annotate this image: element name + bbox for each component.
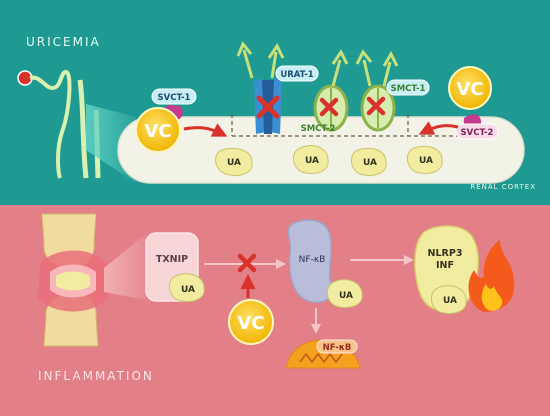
ua-molecule: UA	[351, 148, 387, 176]
svg-text:VC: VC	[144, 121, 171, 142]
ua-molecule: UA	[215, 148, 253, 176]
nlrp3-label: NLRP3	[428, 248, 463, 259]
urat1-label-bg	[275, 65, 319, 82]
location-proximal-tube: PROXIMAL TUBE	[432, 174, 502, 182]
ua-molecule: UA	[407, 146, 443, 174]
nfkb-label: NF-κB	[299, 255, 326, 265]
smct1-label-bg	[386, 79, 430, 96]
svct2-label: SVCT-2	[461, 128, 494, 138]
svg-text:UA: UA	[305, 156, 319, 166]
svg-text:VC: VC	[456, 79, 483, 100]
svg-text:UA: UA	[363, 158, 377, 168]
svg-text:UA: UA	[419, 156, 433, 166]
zoom-beam-bottom	[104, 234, 146, 300]
inf-label: INF	[436, 260, 454, 271]
ua-molecule: UA	[327, 279, 363, 308]
smct1-label: SMCT-1	[391, 84, 426, 94]
nucleus: NF-κB	[285, 339, 361, 369]
svg-text:UA: UA	[227, 158, 241, 168]
svg-text:UA: UA	[181, 285, 195, 295]
ua-molecule: UA	[431, 285, 467, 314]
vc-coin-left: VC	[135, 107, 181, 153]
nfkb-nucleus-label: NF-κB	[323, 343, 352, 353]
urat1-efflux-arrow	[242, 49, 254, 79]
vc-coin-bottom: VC	[228, 299, 274, 345]
txnip-label: TXNIP	[156, 254, 188, 265]
block-cross-icon	[256, 95, 386, 119]
svg-text:SVCT-1: SVCT-1	[158, 93, 191, 103]
vc-coin-right: VC	[448, 66, 492, 110]
flame-icon	[468, 240, 515, 312]
nlrp3-complex	[414, 225, 479, 312]
urat1-label: URAT-1	[280, 70, 313, 80]
smct2-label: SMCT-2	[301, 124, 336, 134]
section-title-uricemia: URICEMIA	[26, 35, 101, 49]
vc-uptake-arrow-right	[418, 121, 459, 135]
location-renal-cortex: RENAL CORTEX	[470, 183, 536, 191]
svg-text:VC: VC	[237, 313, 264, 334]
nfkb-protein	[287, 219, 334, 304]
joint-icon	[38, 213, 108, 347]
svg-text:UA: UA	[339, 291, 353, 301]
vc-uptake-arrow-left	[183, 123, 228, 137]
ua-molecule: UA	[169, 273, 205, 302]
svct2-label-bg	[455, 123, 499, 140]
ua-molecule: UA	[293, 145, 329, 174]
block-cross-icon	[237, 253, 257, 273]
svct1-label: SVCT-1	[151, 88, 197, 105]
section-title-inflammation: INFLAMMATION	[38, 369, 154, 383]
svg-text:UA: UA	[443, 296, 457, 306]
